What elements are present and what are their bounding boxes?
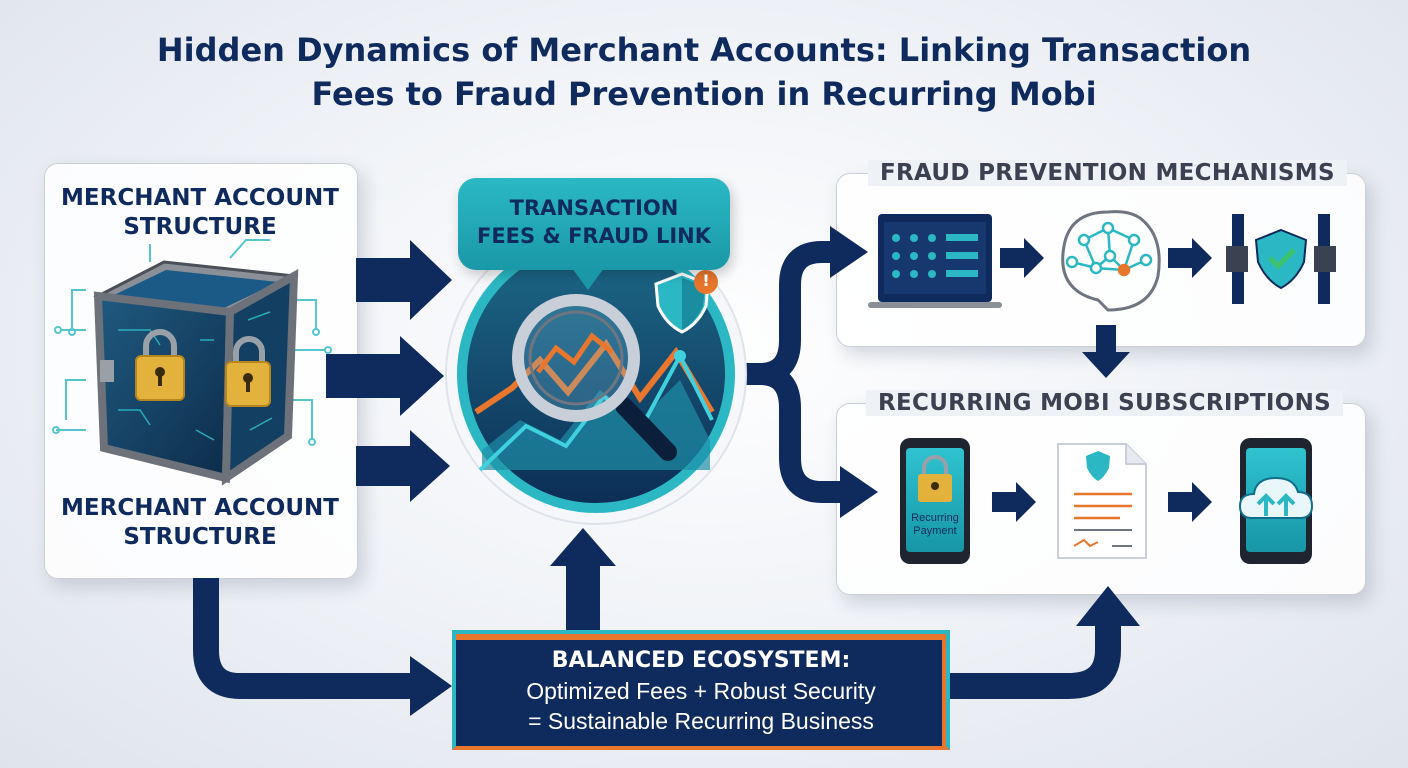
recurring-arrow-2 [1168,482,1212,522]
ecosystem-to-center-stem [566,560,600,632]
arrow-to-fraud-head [830,226,868,278]
merchant-account-heading-bottom: MERCHANT ACCOUNT STRUCTURE [61,495,339,550]
ecosystem-heading: BALANCED ECOSYSTEM: [551,648,851,673]
left-to-center-arrows [326,240,452,502]
secure-document-icon [1057,443,1147,559]
bubble-line-2: FEES & FRAUD LINK [476,224,712,248]
ecosystem-to-recurring-arrow-head [1076,586,1140,626]
merchant-account-heading-top: MERCHANT ACCOUNT STRUCTURE [61,185,339,240]
phone-cloud-upload-icon [1238,438,1314,564]
page-title: Hidden Dynamics of Merchant Accounts: Li… [0,28,1408,116]
title-line-1: Hidden Dynamics of Merchant Accounts: Li… [156,31,1252,69]
ecosystem-to-center-arrow-head [550,528,616,566]
transaction-fees-bubble: TRANSACTION FEES & FRAUD LINK [458,178,730,270]
bubble-line-1: TRANSACTION [509,196,679,220]
shield-check-gate-icon [1226,214,1336,304]
fraud-prevention-title: FRAUD PREVENTION MECHANISMS [868,160,1347,186]
phone-lock-icon [900,438,970,564]
ecosystem-line-3: = Sustainable Recurring Business [528,708,874,734]
merchant-vault-cube-icon [92,260,299,486]
ecosystem-line-2: Optimized Fees + Robust Security [526,678,876,704]
arrow-bottom [356,430,450,502]
circuit-lines [52,239,332,446]
ecosystem-to-recurring-connector [942,620,1121,699]
recurring-payment-label: Recurring Payment [911,512,959,537]
left-to-ecosystem-connector [193,578,420,699]
alert-mark: ! [702,271,710,290]
ai-brain-network-icon [1061,210,1161,312]
merchant-account-panel [44,163,358,579]
balanced-ecosystem-box: BALANCED ECOSYSTEM: Optimized Fees + Rob… [452,630,950,750]
left-to-ecosystem-arrow-head [410,656,452,716]
fraud-arrow-2 [1168,238,1212,278]
fraud-to-recurring-arrow [1082,325,1130,378]
fraud-arrow-1 [1000,238,1044,278]
arrow-middle [326,336,444,416]
dashboard-monitor-icon [868,214,1002,308]
center-to-right-arrows [746,241,850,503]
arrow-to-recurring-head [840,466,878,518]
recurring-arrow-1 [992,482,1036,522]
recurring-subscriptions-title: RECURRING MOBI SUBSCRIPTIONS [866,390,1343,416]
title-line-2: Fees to Fraud Prevention in Recurring Mo… [311,75,1097,113]
magnifying-glass-icon [512,294,677,461]
shield-alert-icon [654,270,718,334]
arrow-top [356,240,452,320]
